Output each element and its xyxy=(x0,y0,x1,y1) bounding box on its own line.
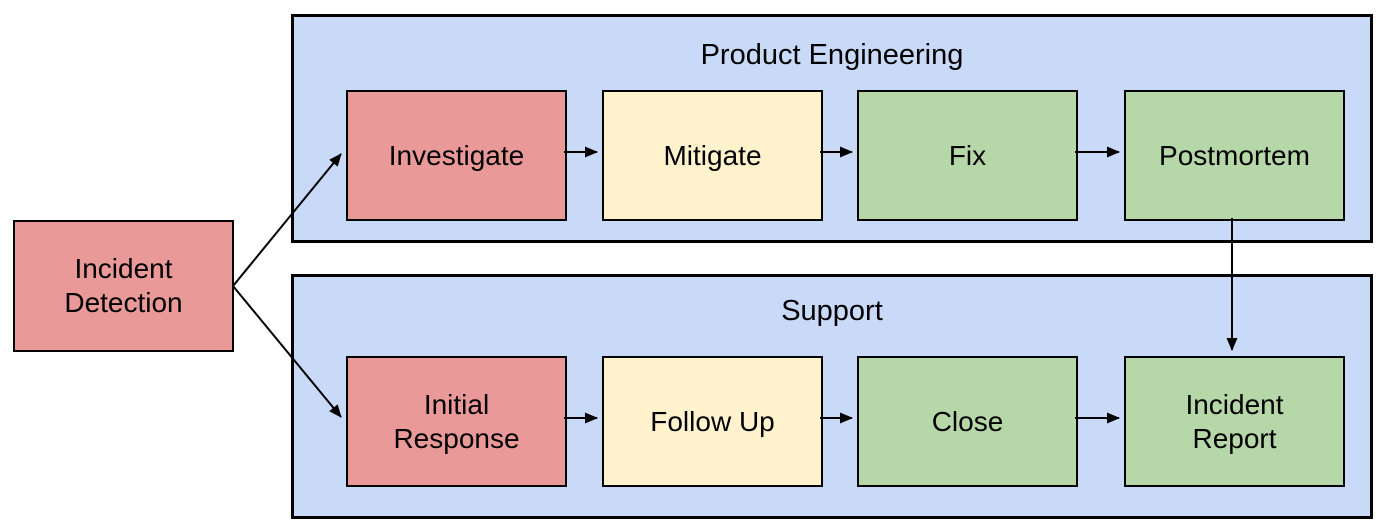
node-investigate-label: Investigate xyxy=(388,139,525,171)
node-fix-label: Fix xyxy=(948,139,987,171)
node-postmortem-label: Postmortem xyxy=(1159,139,1310,171)
node-incident-detection: Incident Detection xyxy=(13,220,234,352)
container-product-engineering-title: Product Engineering xyxy=(700,39,964,71)
container-support-title: Support xyxy=(781,295,883,327)
node-initial-response-label: Initial Response xyxy=(393,388,520,454)
node-follow-up: Follow Up xyxy=(602,356,823,487)
node-close-label: Close xyxy=(931,405,1004,437)
node-mitigate: Mitigate xyxy=(602,90,823,221)
node-investigate: Investigate xyxy=(346,90,567,221)
node-mitigate-label: Mitigate xyxy=(663,139,762,171)
node-initial-response: Initial Response xyxy=(346,356,567,487)
node-incident-detection-label: Incident Detection xyxy=(64,253,183,318)
node-incident-report: Incident Report xyxy=(1124,356,1345,487)
node-incident-report-label: Incident Report xyxy=(1185,388,1284,454)
node-postmortem: Postmortem xyxy=(1124,90,1345,221)
container-product-engineering: Product Engineering Investigate Mitigate… xyxy=(291,14,1373,243)
node-follow-up-label: Follow Up xyxy=(650,405,775,437)
node-fix: Fix xyxy=(857,90,1078,221)
container-support: Support Initial Response Follow Up Close… xyxy=(291,274,1373,519)
node-close: Close xyxy=(857,356,1078,487)
